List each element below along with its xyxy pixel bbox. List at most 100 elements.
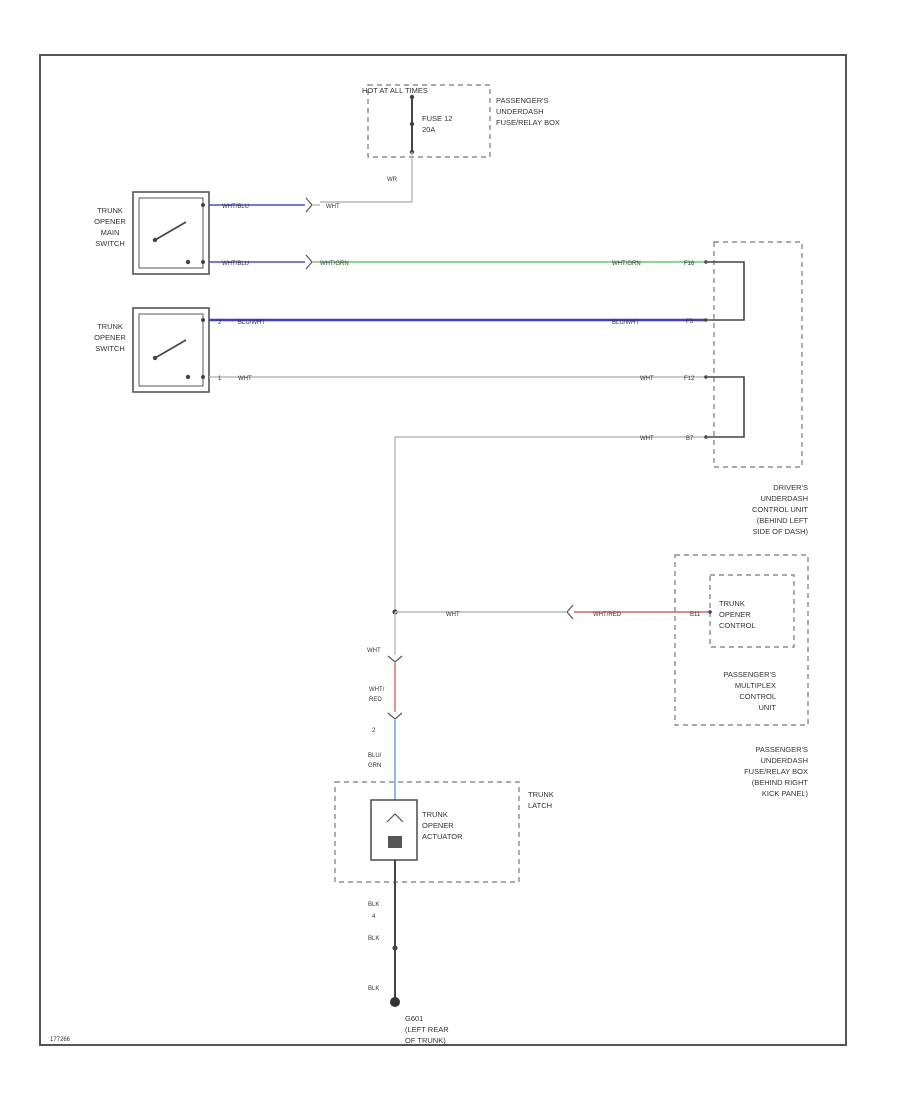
fuse-terminal-mid (409, 121, 415, 127)
passenger-location-1: PASSENGER'S (755, 745, 808, 754)
fuse-rating-2: 20A (422, 125, 435, 134)
pin-b11: B11 (690, 612, 701, 618)
fuse-terminal-top (409, 94, 415, 100)
fuse-box: HOT AT ALL TIMES FUSE 12 20A PASSENGER'S… (362, 84, 560, 183)
pin-actuator-top: 2 (372, 728, 376, 734)
terminal-b11 (708, 610, 712, 614)
ground-g601: G601 (LEFT REAR OF TRUNK) (390, 997, 449, 1045)
main-switch-terminal (185, 259, 191, 265)
actuator-label-1: TRUNK (422, 810, 448, 819)
multiplex-label-3: CONTROL (739, 692, 776, 701)
wire-label-blu-wht-right: BLU/WHT (612, 320, 639, 326)
pin-b7: B7 (686, 436, 694, 442)
pin-f16: F16 (684, 261, 695, 267)
driver-unit-outline (713, 241, 803, 468)
driver-control-unit: F16 F5 F12 B7 DRIVER'S UNDERDASH CONTROL… (684, 241, 809, 536)
connector-red (566, 604, 574, 620)
ground-label-2: (LEFT REAR (405, 1025, 449, 1034)
trunk-opener-switch: TRUNK OPENER SWITCH (94, 307, 210, 393)
opener-switch-pin-top (201, 318, 205, 322)
wire-label-blu-grn-2: GRN (368, 763, 381, 769)
connector-mid (305, 254, 313, 270)
ground-symbol (390, 997, 400, 1007)
main-switch-pin-bottom (201, 260, 205, 264)
internal-link-2 (708, 376, 745, 438)
pin-opener-top: 2 (218, 320, 222, 326)
wire-label-wht-red: WHT/RED (593, 612, 622, 618)
fuse-location-3: FUSE/RELAY BOX (496, 118, 560, 127)
wire-label-wht-row4-right: WHT (640, 376, 654, 382)
passenger-multiplex-unit: B11 TRUNK OPENER CONTROL PASSENGER'S MUL… (674, 554, 809, 798)
main-switch-pivot (152, 237, 158, 243)
fuse-box-outline (367, 84, 491, 158)
ground-label-3: OF TRUNK) (405, 1036, 446, 1045)
pin-opener-bottom: 1 (218, 376, 222, 382)
trunk-latch-label-1: TRUNK (528, 790, 554, 799)
wire-label-wht-red-vert-1: WHT/ (369, 687, 385, 693)
multiplex-label-4: UNIT (759, 703, 777, 712)
opener-switch-terminal (185, 374, 191, 380)
wire-label-blu-wht-left: BLU/WHT (238, 320, 265, 326)
terminal-b7 (704, 435, 708, 439)
passenger-unit-outline (674, 554, 809, 726)
opener-switch-label-1: TRUNK (97, 322, 123, 331)
wire-label-wht-vert: WHT (367, 648, 381, 654)
actuator-symbol-top (386, 813, 404, 823)
main-switch-inner (138, 197, 204, 269)
wire-label-blk-b: BLK (368, 936, 379, 942)
opener-control-outline (709, 574, 795, 648)
actuator-box (370, 799, 418, 861)
passenger-location-3: FUSE/RELAY BOX (744, 767, 808, 776)
main-switch-label-1: TRUNK (97, 206, 123, 215)
pin-f12: F12 (684, 376, 695, 382)
driver-unit-label-5: SIDE OF DASH) (753, 527, 809, 536)
wire-label-wht-grn-left: WHT/GRN (320, 261, 349, 267)
terminal-f16 (704, 260, 708, 264)
main-switch-box (132, 191, 210, 275)
driver-unit-label-1: DRIVER'S (773, 483, 808, 492)
opener-switch-label-2: OPENER (94, 333, 126, 342)
wire-fuse-feed (320, 152, 413, 203)
trunk-latch: TRUNK LATCH TRUNK OPENER ACTUATOR (334, 781, 554, 883)
terminal-f12 (704, 375, 708, 379)
wire-label-wht-junction: WHT (446, 612, 460, 618)
connector-top (305, 197, 313, 213)
fuse-location-1: PASSENGER'S (496, 96, 549, 105)
connector-vert-2 (387, 712, 403, 720)
passenger-location-4: (BEHIND RIGHT (752, 778, 809, 787)
actuator-label-3: ACTUATOR (422, 832, 463, 841)
wire-label-blk-a: BLK (368, 902, 379, 908)
wire-wht-row5 (394, 436, 705, 612)
wire-label-blk-c: BLK (368, 986, 379, 992)
driver-unit-label-2: UNDERDASH (760, 494, 808, 503)
wire-label-wht-top: WHT (326, 204, 340, 210)
opener-switch-pin-bottom (201, 375, 205, 379)
wire-label-blu-grn-1: BLU/ (368, 753, 382, 759)
main-switch-pin-top (201, 203, 205, 207)
opener-switch-inner (138, 313, 204, 387)
opener-switch-contact (154, 339, 187, 359)
opener-switch-box (132, 307, 210, 393)
internal-link-1 (708, 261, 745, 321)
actuator-label-2: OPENER (422, 821, 454, 830)
main-switch-contact (154, 221, 187, 241)
wire-label-wht-grn-right: WHT/GRN (612, 261, 641, 267)
figure-id: 177266 (50, 1037, 71, 1043)
connector-vert-1 (387, 655, 403, 663)
pin-blk: 4 (372, 914, 376, 920)
trunk-latch-label-2: LATCH (528, 801, 552, 810)
fuse-location-2: UNDERDASH (496, 107, 544, 116)
main-switch-label-4: SWITCH (95, 239, 125, 248)
main-switch-label-3: MAIN (101, 228, 120, 237)
wire-label-wr: WR (387, 177, 398, 183)
actuator-symbol-body (388, 836, 402, 848)
fuse-box-header: HOT AT ALL TIMES (362, 86, 428, 95)
opener-control-label-2: OPENER (719, 610, 751, 619)
driver-unit-label-4: (BEHIND LEFT (757, 516, 809, 525)
wire-label-wht-row5: WHT (640, 436, 654, 442)
trunk-latch-outline (334, 781, 520, 883)
opener-control-label-1: TRUNK (719, 599, 745, 608)
driver-unit-label-3: CONTROL UNIT (752, 505, 808, 514)
multiplex-label-1: PASSENGER'S (723, 670, 776, 679)
